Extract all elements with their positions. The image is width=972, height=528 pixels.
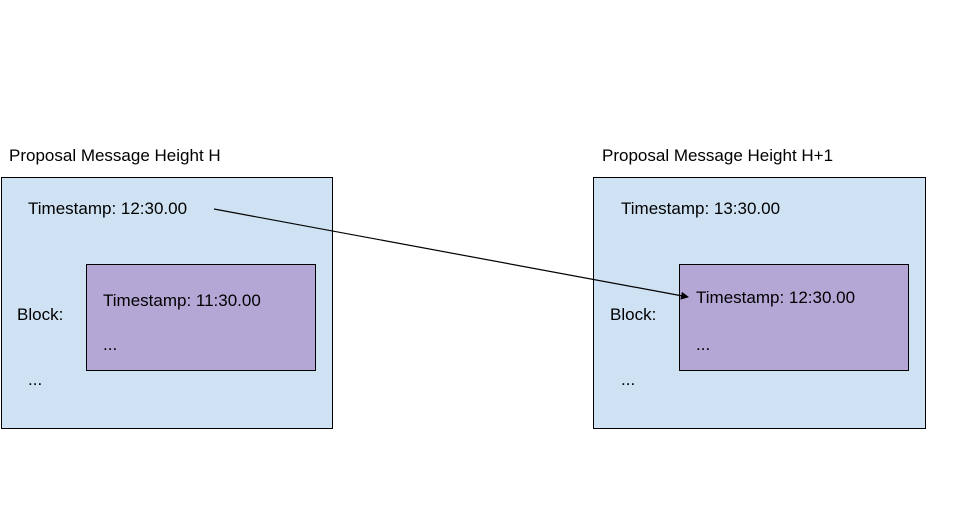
block-timestamp-h: Timestamp: 11:30.00 [103,291,261,310]
message-ellipsis-h: ... [28,370,43,389]
block-ellipsis-h-plus-1: ... [696,335,711,354]
block-label-h: Block: [17,305,64,324]
proposal-title-height-h: Proposal Message Height H [9,146,221,165]
message-ellipsis-h-plus-1: ... [621,370,636,389]
block-box-h-plus-1 [679,264,909,371]
block-label-h-plus-1: Block: [610,305,657,324]
block-timestamp-h-plus-1: Timestamp: 12:30.00 [696,288,856,307]
block-box-h [86,264,316,371]
message-timestamp-h: Timestamp: 12:30.00 [28,199,188,218]
message-timestamp-h-plus-1: Timestamp: 13:30.00 [621,199,781,218]
proposal-title-height-h-plus-1: Proposal Message Height H+1 [602,146,834,165]
block-ellipsis-h: ... [103,335,118,354]
